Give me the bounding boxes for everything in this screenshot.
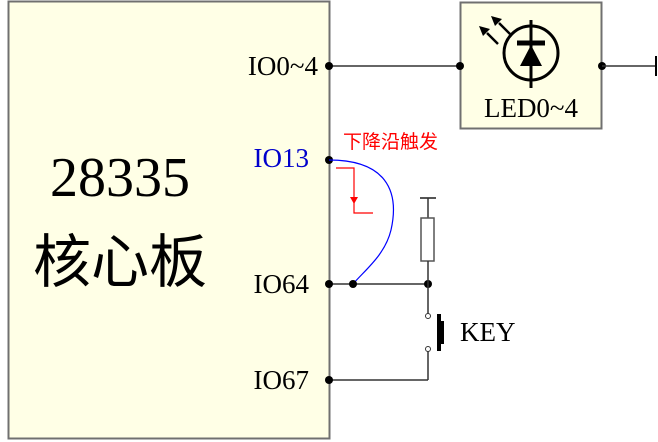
junction-io0 (325, 62, 333, 70)
pin-label-io64: IO64 (254, 269, 310, 299)
board-title-chinese: 核心板 (33, 228, 207, 296)
led-label: LED0~4 (484, 93, 579, 123)
junction-io64-link (349, 280, 357, 288)
core-board (7, 0, 331, 440)
pin-label-io13: IO13 (254, 143, 310, 173)
io13-io64-link (328, 159, 395, 285)
falling-edge-arrow-icon (336, 167, 373, 214)
pin-label-io67: IO67 (254, 365, 310, 395)
key-label: KEY (460, 317, 516, 347)
key-switch-icon (425, 284, 444, 380)
falling-edge-trigger-label: 下降沿触发 (343, 131, 438, 153)
board-title-number: 28335 (50, 147, 190, 209)
led-diode-icon (479, 16, 560, 88)
pin-label-io0-4: IO0~4 (248, 51, 319, 81)
junction-led-in (456, 62, 464, 70)
junction-io67 (325, 376, 333, 384)
junction-io64 (325, 280, 333, 288)
pullup-resistor-icon (420, 197, 436, 284)
